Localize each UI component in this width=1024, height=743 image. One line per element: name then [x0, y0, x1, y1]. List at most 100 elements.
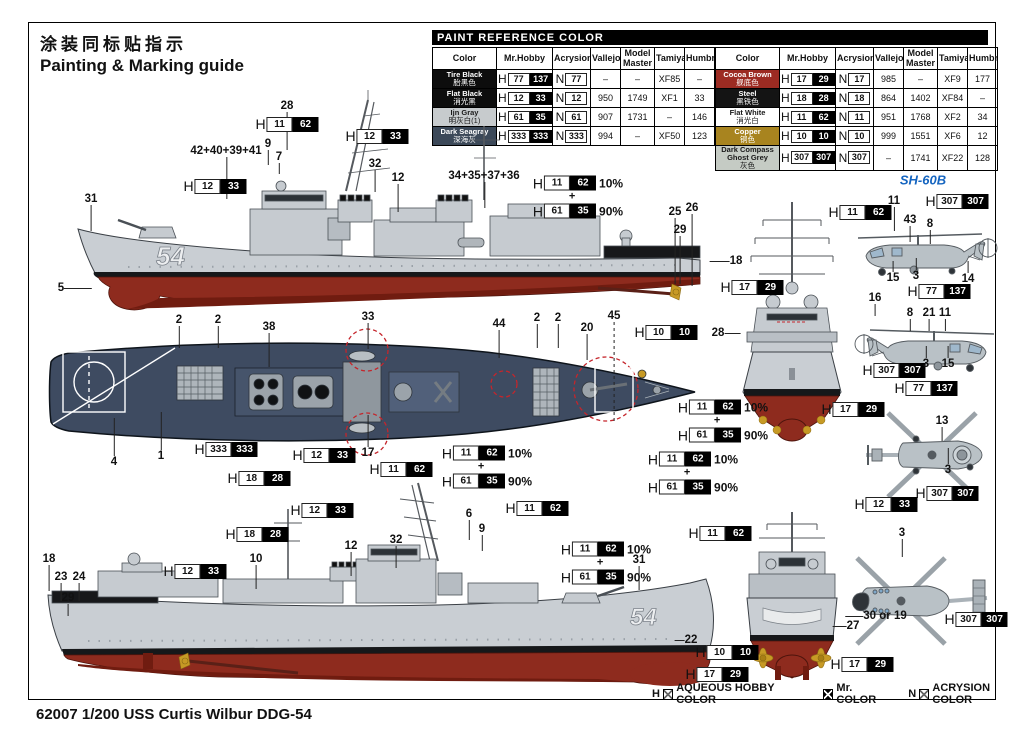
mr-color-box: 307	[962, 193, 989, 209]
part-number-label: 1	[158, 412, 164, 462]
aqueous-color-box: 11	[544, 175, 571, 191]
aqueous-color-box: 77	[905, 380, 932, 396]
leader-line	[67, 604, 69, 616]
aqueous-color-box: 61	[565, 110, 588, 124]
leader-line	[64, 288, 93, 289]
leader-line	[679, 236, 681, 284]
aqueous-color-box: 61	[544, 203, 571, 219]
part-number-label: 18	[43, 553, 55, 591]
part-number-label: 28	[281, 100, 293, 150]
part-number-label: 16	[869, 292, 881, 316]
leader-line	[926, 346, 927, 358]
aqueous-color-box: 12	[301, 502, 328, 518]
mr-color-box: 62	[865, 204, 892, 220]
mr-color-box: 33	[891, 496, 918, 512]
aqueous-prefix: H	[225, 526, 236, 542]
aqueous-color-box: 12	[174, 563, 201, 579]
bow-front-view	[742, 202, 842, 442]
mr-color-box: 62	[542, 500, 569, 516]
heli-type-label: SH-60B	[899, 172, 947, 188]
color-name: Ijn Gray	[450, 108, 479, 118]
aqueous-prefix: H	[915, 485, 926, 501]
aqueous-prefix: H	[634, 324, 645, 340]
aqueous-color-box: 333	[507, 129, 530, 143]
aqueous-color-box: 12	[865, 496, 892, 512]
aqueous-color-box: 10	[848, 129, 871, 143]
aqueous-color-box: 11	[699, 525, 726, 541]
color-name: Dark Seagray	[440, 127, 489, 137]
aqueous-prefix: H	[647, 451, 659, 467]
part-number-label: 2	[176, 314, 182, 348]
mr-color-box: 307	[981, 611, 1008, 627]
leader-line	[902, 539, 903, 557]
color-name: Steel	[738, 89, 757, 99]
hull-number-top: 54	[156, 241, 185, 271]
aqueous-prefix: H	[677, 399, 689, 415]
leader-line	[218, 326, 219, 348]
aqueous-prefix: H	[862, 362, 873, 378]
aqueous-color-box: 61	[689, 427, 716, 443]
aqueous-prefix: H	[695, 644, 706, 660]
aqueous-prefix: H	[677, 427, 689, 443]
paint-column-header: Humbrol	[684, 47, 715, 70]
part-number-label: 29	[674, 224, 686, 284]
mr-color-box: 33	[327, 502, 354, 518]
mix-percent: 90%	[744, 428, 769, 442]
legend-label: ACRYSION COLOR	[932, 682, 991, 706]
leader-line	[916, 258, 917, 270]
humbrol-cell: –	[684, 69, 715, 89]
leader-line	[78, 583, 80, 601]
aqueous-color-box: 17	[832, 401, 859, 417]
color-name-cn: 铜色	[740, 135, 755, 144]
humbrol-cell: 123	[684, 126, 715, 146]
part-number-label: 42+40+39+41	[190, 145, 262, 199]
mix-plus-sign: +	[568, 190, 576, 203]
legend-box-icon	[662, 688, 674, 700]
leader-line	[483, 182, 485, 208]
part-number-label: 32	[390, 534, 402, 568]
aqueous-prefix: H	[925, 193, 936, 209]
aqueous-prefix: H	[720, 279, 731, 295]
part-number-label: 7	[276, 151, 282, 174]
aqueous-color-box: 17	[696, 666, 723, 682]
mix-plus-sign: +	[596, 556, 604, 569]
page-title-english: Painting & Marking guide	[40, 56, 245, 76]
part-number-label: 6	[466, 508, 472, 540]
color-name-cn: 深海灰	[453, 135, 476, 144]
aqueous-prefix: H	[894, 380, 905, 396]
leader-line	[930, 230, 931, 244]
part-number-label: 12	[392, 172, 404, 212]
aqueous-prefix: H	[560, 541, 572, 557]
aqueous-color-box: 17	[790, 72, 813, 86]
aqueous-color-box: 61	[572, 569, 599, 585]
part-number-label: 11	[888, 195, 900, 231]
part-number-label: 17	[362, 415, 374, 459]
